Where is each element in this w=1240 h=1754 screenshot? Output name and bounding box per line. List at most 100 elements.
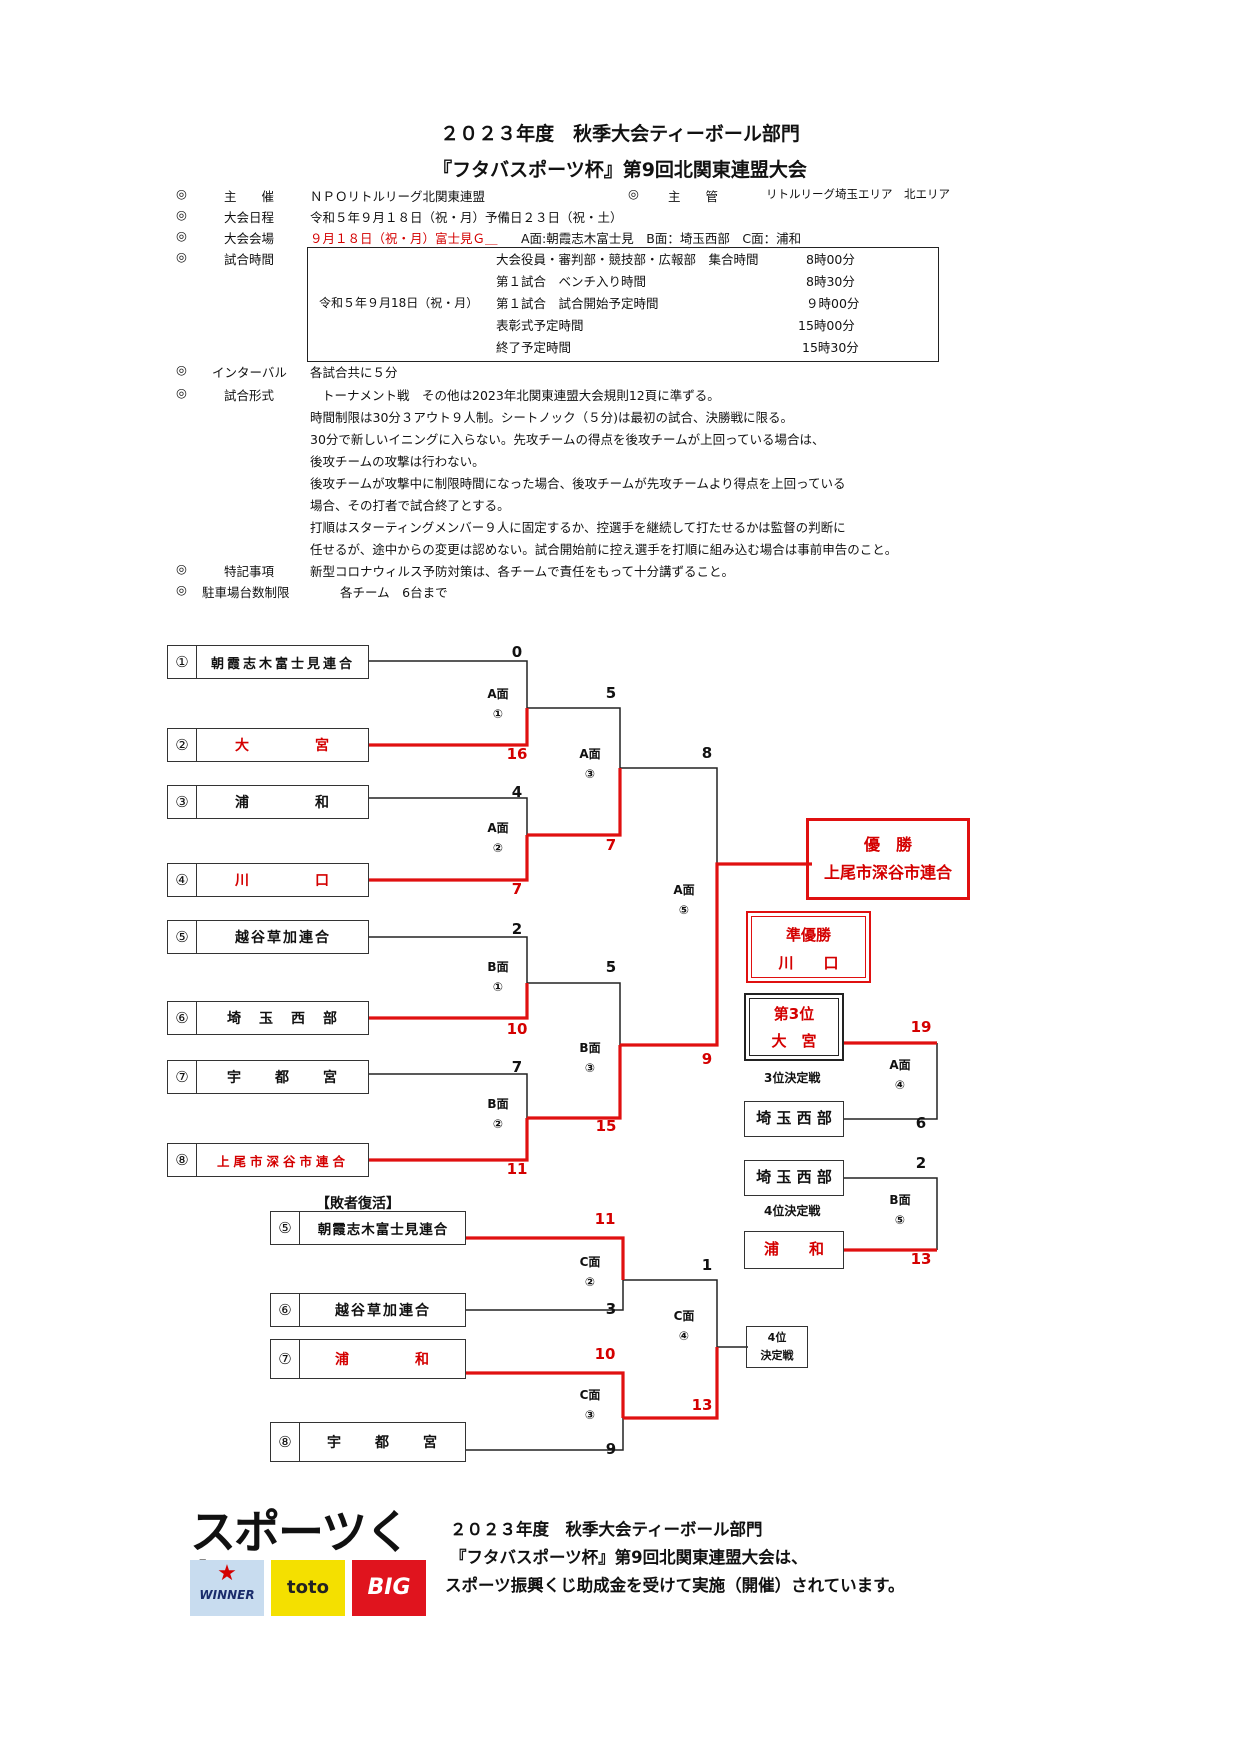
third-team: 大 宮 [771, 1032, 817, 1050]
fourth-match-top: 埼 玉 西 部 [744, 1160, 844, 1196]
line-b1-win [368, 983, 529, 1020]
score: 2 [915, 1154, 927, 1172]
mark: ◎ [176, 582, 187, 597]
format-line: 後攻チームの攻撃は行わない。 [310, 454, 485, 469]
fourth-match-bot: 浦 和 [744, 1231, 844, 1269]
winner-logo-text: WINNER [199, 1588, 255, 1602]
team-name: 上尾市深谷市連合 [216, 1153, 349, 1169]
schedule-time: 8時30分 [806, 274, 855, 289]
format-line: トーナメント戦 その他は2023年北関東連盟大会規則12頁に準ずる。 [322, 388, 720, 403]
mark: ◎ [176, 362, 187, 377]
line-a5-win [620, 862, 812, 1047]
schedule-item: 終了予定時間 [496, 340, 572, 355]
team-name: 浦 和 [335, 1352, 431, 1368]
team-number: ① [168, 646, 197, 678]
schedule-time: 15時00分 [798, 318, 855, 333]
score: 10 [506, 1020, 528, 1038]
team-entry: ④ 川 口 [167, 863, 369, 897]
mark: ◎ [628, 186, 639, 201]
schedule-box: 令和５年９月18日（祝・月） 大会役員・審判部・競技部・広報部 集合時間 8時0… [307, 247, 939, 362]
sports-lottery-logo: スポーツくじ ★ WINNER toto BIG [190, 1508, 430, 1618]
score: 15 [595, 1117, 617, 1135]
line-b1-top [368, 936, 528, 983]
organizer: ＮＰＯリトルリーグ北関東連盟 [310, 189, 486, 204]
format-line: 30分で新しいイニングに入らない。先攻チームの得点を後攻チームが上回っている場合… [310, 432, 825, 447]
team-entry: ② 大 宮 [167, 728, 369, 762]
line-third-bot [843, 1043, 938, 1120]
line-b3-top [527, 982, 621, 1045]
team-number: ⑦ [271, 1340, 300, 1378]
score: 8 [701, 744, 713, 762]
schedule-date: 令和５年９月18日（祝・月） [319, 296, 479, 310]
format-line: 後攻チームが攻撃中に制限時間になった場合、後攻チームが先攻チームより得点を上回っ… [310, 476, 846, 491]
team-number: ⑧ [271, 1423, 300, 1461]
schedule-item: 大会役員・審判部・競技部・広報部 集合時間 [496, 252, 759, 267]
team-name: 越谷草加連合 [335, 1303, 431, 1319]
score: 13 [691, 1396, 713, 1414]
team-entry: ⑤ 朝霞志木富士見連合 [270, 1211, 466, 1245]
team-entry: ⑧ 上尾市深谷市連合 [167, 1143, 369, 1177]
team-entry: ① 朝霞志木富士見連合 [167, 645, 369, 679]
score: 5 [605, 958, 617, 976]
mark: ◎ [176, 561, 187, 576]
team-entry: ③ 浦 和 [167, 785, 369, 819]
title-line-2: 『フタバスポーツ杯』第9回北関東連盟大会 [433, 159, 807, 181]
format-line: 任せるが、途中からの変更は認めない。試合開始前に控え選手を打順に組み込む場合は事… [310, 542, 898, 557]
mark: ◎ [176, 228, 187, 243]
date: 令和５年９月１８日（祝・月）予備日２３日（祝・土） [310, 210, 623, 225]
line-c3-win [465, 1371, 625, 1418]
star-icon: ★ [217, 1561, 237, 1586]
third-box: 第3位 大 宮 [744, 993, 844, 1061]
mark: ◎ [176, 249, 187, 264]
team-name: 大 宮 [235, 738, 331, 754]
line-a2-win [368, 835, 529, 882]
score: 3 [605, 1300, 617, 1318]
format-line: 場合、その打者で試合終了とする。 [310, 498, 510, 513]
team-number: ③ [168, 786, 197, 818]
score: 4 [511, 783, 523, 801]
time-label: 試合時間 [224, 252, 275, 267]
special-label: 特記事項 [224, 564, 275, 579]
manager: リトルリーグ埼玉エリア 北エリア [766, 187, 950, 201]
consolation-heading: 【敗者復活】 [316, 1196, 400, 1212]
team-number: ⑥ [271, 1294, 300, 1326]
champion-label: 優 勝 [863, 835, 912, 854]
footer-line-2: 『フタバスポーツ杯』第9回北関東連盟大会は、 [450, 1548, 808, 1567]
team-entry: ⑦ 宇 都 宮 [167, 1060, 369, 1094]
score: 5 [605, 684, 617, 702]
schedule-item: 表彰式予定時間 [496, 318, 584, 333]
interval: 各試合共に５分 [310, 365, 398, 380]
fourth-match-label: 4位決定戦 [764, 1204, 821, 1218]
line-a1-top [368, 660, 528, 708]
champion-box: 優 勝 上尾市深谷市連合 [806, 818, 970, 900]
team-entry: ⑥ 埼 玉 西 部 [167, 1001, 369, 1035]
third-match-loser: 埼 玉 西 部 [744, 1101, 844, 1137]
schedule-time: 8時00分 [806, 252, 855, 267]
score: 9 [605, 1440, 617, 1458]
team-entry: ⑧ 宇 都 宮 [270, 1422, 466, 1462]
score: 11 [506, 1160, 528, 1178]
runnerup-label: 準優勝 [785, 926, 831, 944]
score: 13 [910, 1250, 932, 1268]
venue-label: 大会会場 [224, 231, 275, 246]
team-number: ② [168, 729, 197, 761]
line-c4-win [623, 1347, 719, 1420]
fourth-final-box: 4位 決定戦 [746, 1326, 808, 1368]
format-line: 時間制限は30分３アウト９人制。シートノック（５分)は最初の試合、決勝戦に限る。 [310, 410, 794, 425]
score: 2 [511, 920, 523, 938]
date-label: 大会日程 [224, 210, 275, 225]
team-number: ④ [168, 864, 197, 896]
title-line-1: ２０２３年度 秋季大会ティーボール部門 [440, 123, 800, 145]
team-entry: ⑥ 越谷草加連合 [270, 1293, 466, 1327]
score: 7 [605, 836, 617, 854]
line-a1-win [368, 708, 529, 747]
runnerup-box: 準優勝 川 口 [746, 911, 871, 983]
manager-label: 主 管 [668, 189, 719, 204]
